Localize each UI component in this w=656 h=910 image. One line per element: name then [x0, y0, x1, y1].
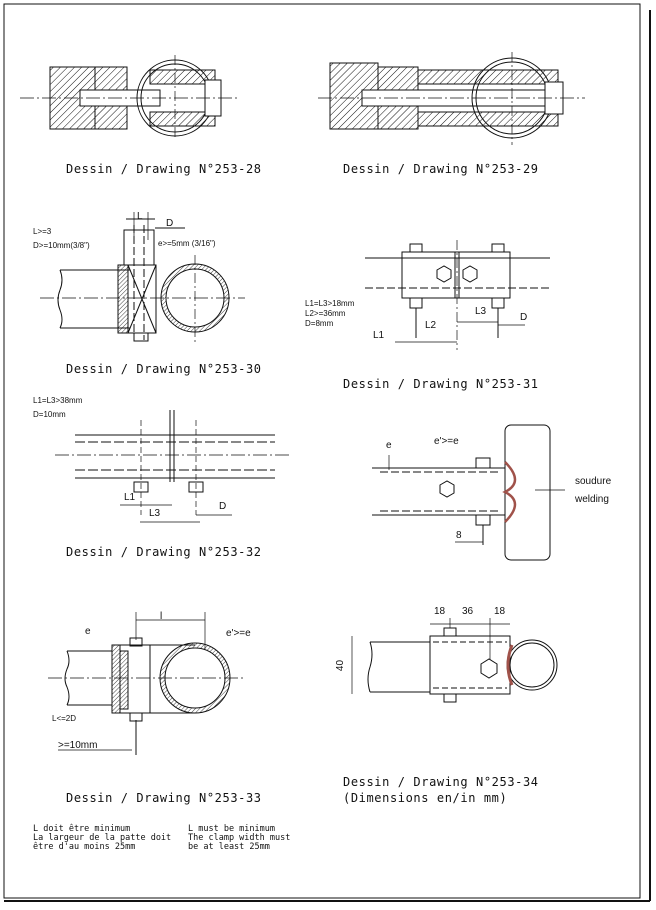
note-33-l: L<=2D [52, 714, 77, 723]
note-en-3: be at least 25mm [188, 842, 270, 852]
drawing-253-29 [318, 52, 585, 145]
drawing-253-31 [365, 240, 550, 350]
drawing-253-30 [40, 212, 245, 345]
drawing-weld-detail [372, 424, 565, 561]
note-en-2: The clamp width must [188, 833, 291, 843]
label-34-18a: 18 [434, 606, 446, 617]
label-weld-e: e [386, 440, 392, 451]
label-weld-8: 8 [456, 530, 462, 541]
caption-253-34: Dessin / Drawing N°253-34 [343, 775, 539, 789]
caption-253-28: Dessin / Drawing N°253-28 [66, 162, 262, 176]
caption-253-29: Dessin / Drawing N°253-29 [343, 162, 539, 176]
label-weld-fr: soudure [575, 476, 612, 487]
label-31-l1: L1 [373, 330, 385, 341]
note-fr-2: La largeur de la patte doit [33, 833, 172, 843]
label-34-36: 36 [462, 606, 474, 617]
drawing-253-34 [351, 618, 558, 703]
label-weld-en: welding [575, 494, 609, 505]
note-32-2: D=10mm [33, 410, 66, 419]
label-31-d: D [520, 312, 528, 323]
note-fr-3: être d'au moins 25mm [33, 842, 136, 852]
label-34-40: 40 [335, 659, 347, 672]
label-33-e2: e'>=e [226, 628, 251, 639]
caption-253-34-units: (Dimensions en/in mm) [343, 791, 508, 805]
note-31-2: L2>=36mm [305, 309, 346, 318]
drawing-253-32 [55, 410, 290, 523]
caption-253-33: Dessin / Drawing N°253-33 [66, 791, 262, 805]
note-en-1: L must be minimum [188, 824, 275, 834]
label-32-d: D [219, 501, 227, 512]
note-33-d: >=10mm [58, 740, 98, 751]
label-weld-e2: e'>=e [434, 436, 459, 447]
drawing-253-28 [20, 55, 240, 140]
label-30-d: D [166, 218, 174, 229]
label-32-l3: L3 [149, 508, 161, 519]
label-34-18b: 18 [494, 606, 506, 617]
caption-253-30: Dessin / Drawing N°253-30 [66, 362, 262, 376]
caption-253-31: Dessin / Drawing N°253-31 [343, 377, 539, 391]
note-32-1: L1=L3>38mm [33, 396, 83, 405]
label-30-l: L [137, 211, 143, 222]
note-30-l: L>=3 [33, 227, 52, 236]
label-30-e: e>=5mm (3/16") [158, 239, 216, 248]
note-31-1: L1=L3>18mm [305, 299, 355, 308]
label-31-l2: L2 [425, 320, 437, 331]
label-31-l3: L3 [475, 306, 487, 317]
drawing-253-33 [48, 612, 245, 755]
label-32-l1: L1 [124, 492, 136, 503]
note-fr-1: L doit être minimum [33, 824, 131, 834]
caption-253-32: Dessin / Drawing N°253-32 [66, 545, 262, 559]
note-30-d: D>=10mm(3/8") [33, 241, 90, 250]
label-33-e: e [85, 626, 91, 637]
note-31-3: D=8mm [305, 319, 334, 328]
page-frame [3, 3, 651, 902]
label-33-l: l [160, 611, 163, 622]
